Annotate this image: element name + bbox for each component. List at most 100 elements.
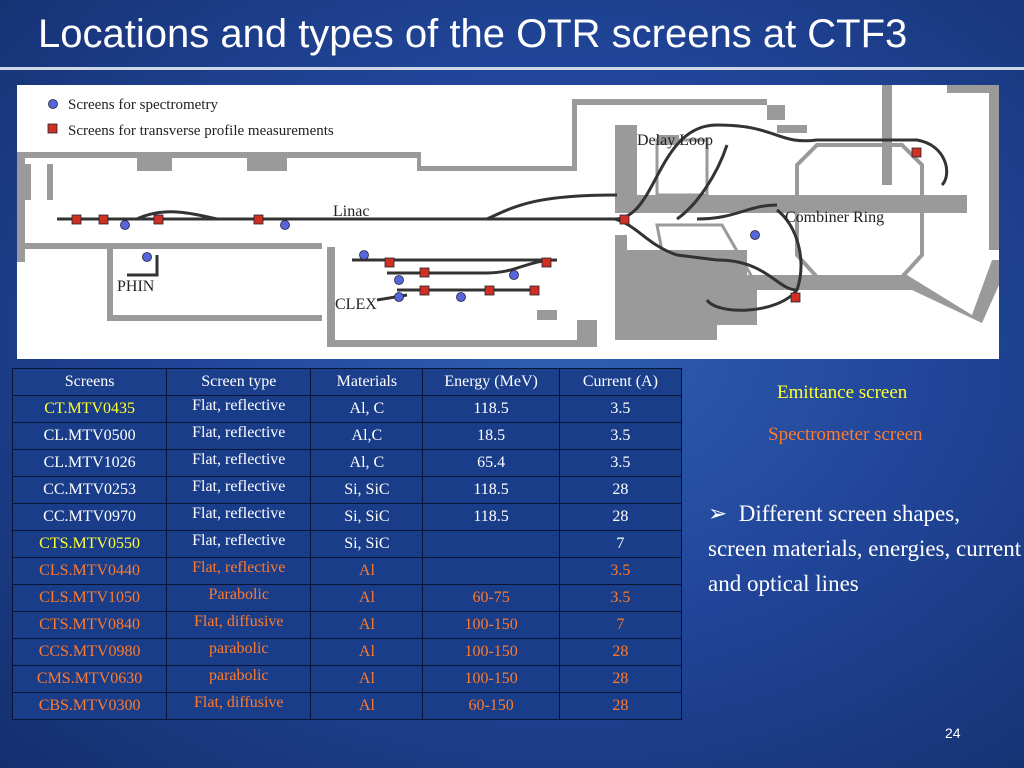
profile-screen-marker [529, 285, 540, 296]
cell-current: 3.5 [558, 449, 683, 477]
cell-material: Al [310, 557, 424, 585]
cell-current: 28 [558, 638, 683, 666]
profile-screen-marker [541, 257, 552, 268]
cell-material: Si, SiC [310, 503, 424, 531]
cell-current: 3.5 [558, 395, 683, 423]
cell-screen-type: Flat, reflective [166, 422, 312, 450]
cell-current: 7 [558, 611, 683, 639]
building-walls [17, 85, 999, 347]
bullet-point: ➢ Different screen shapes, screen materi… [708, 496, 1024, 601]
spectrometry-screen-marker [750, 230, 760, 240]
cell-screen-name: CCS.MTV0980 [11, 638, 168, 666]
profile-screen-marker [419, 267, 430, 278]
cell-screen-name: CT.MTV0435 [11, 395, 168, 423]
spectrometry-screen-marker [120, 220, 130, 230]
cell-screen-name: CLS.MTV0440 [11, 557, 168, 585]
table-header-row: Screens Screen type Materials Energy (Me… [11, 368, 683, 396]
cell-energy: 18.5 [422, 422, 560, 450]
spectrometry-screen-marker [456, 292, 466, 302]
cell-material: Al [310, 692, 424, 720]
cell-energy: 118.5 [422, 503, 560, 531]
profile-screen-marker [484, 285, 495, 296]
cell-screen-type: Flat, reflective [166, 395, 312, 423]
profile-screen-marker [98, 214, 109, 225]
legend-profile-marker [47, 123, 58, 134]
spectrometry-screen-marker [142, 252, 152, 262]
cell-screen-name: CC.MTV0970 [11, 503, 168, 531]
profile-screen-marker [419, 285, 430, 296]
title-divider [0, 67, 1024, 70]
cell-screen-type: Flat, reflective [166, 503, 312, 531]
cell-screen-name: CMS.MTV0630 [11, 665, 168, 693]
cell-current: 28 [558, 476, 683, 504]
cell-screen-type: Flat, diffusive [166, 611, 312, 639]
profile-screen-marker [253, 214, 264, 225]
cell-current: 7 [558, 530, 683, 558]
header-screens: Screens [11, 368, 168, 396]
label-delay-loop: Delay Loop [637, 132, 713, 149]
cell-current: 28 [558, 503, 683, 531]
header-current: Current (A) [558, 368, 683, 396]
cell-energy: 60-75 [422, 584, 560, 612]
cell-energy: 118.5 [422, 395, 560, 423]
cell-energy [422, 530, 560, 558]
emittance-screen-note: Emittance screen [777, 382, 908, 403]
cell-energy: 65.4 [422, 449, 560, 477]
header-energy: Energy (MeV) [422, 368, 560, 396]
cell-screen-type: parabolic [166, 638, 312, 666]
profile-screen-markers [71, 147, 922, 303]
label-clex: CLEX [335, 296, 377, 313]
profile-screen-marker [619, 214, 630, 225]
profile-screen-marker [790, 292, 801, 303]
cell-energy: 118.5 [422, 476, 560, 504]
cell-screen-type: Flat, reflective [166, 557, 312, 585]
cell-current: 3.5 [558, 584, 683, 612]
ctf3-layout-svg: Screens for spectrometry Screens for tra… [17, 85, 999, 347]
arrow-bullet-icon: ➢ [708, 501, 728, 526]
otr-screens-table: Screens Screen type Materials Energy (Me… [11, 368, 683, 720]
spectrometry-screen-marker [394, 292, 404, 302]
cell-screen-name: CL.MTV0500 [11, 422, 168, 450]
cell-material: Al [310, 611, 424, 639]
cell-energy: 100-150 [422, 611, 560, 639]
cell-material: Al, C [310, 449, 424, 477]
page-number: 24 [945, 725, 961, 741]
cell-material: Al [310, 665, 424, 693]
spectrometry-screen-marker [509, 270, 519, 280]
legend-profile-label: Screens for transverse profile measureme… [68, 123, 334, 139]
cell-screen-type: Flat, reflective [166, 530, 312, 558]
spectrometry-screen-marker [280, 220, 290, 230]
spectrometry-screen-marker [394, 275, 404, 285]
cell-energy: 60-150 [422, 692, 560, 720]
cell-screen-type: Flat, diffusive [166, 692, 312, 720]
legend-spectrometry-label: Screens for spectrometry [68, 97, 218, 113]
cell-screen-name: CLS.MTV1050 [11, 584, 168, 612]
spectrometry-screen-marker [359, 250, 369, 260]
spectrometry-screen-markers [120, 220, 760, 302]
slide-title: Locations and types of the OTR screens a… [38, 12, 908, 56]
label-combiner-ring: Combiner Ring [785, 209, 884, 226]
cell-screen-name: CBS.MTV0300 [11, 692, 168, 720]
cell-screen-type: Flat, reflective [166, 449, 312, 477]
cell-material: Al [310, 584, 424, 612]
cell-energy: 100-150 [422, 665, 560, 693]
cell-current: 3.5 [558, 422, 683, 450]
cell-current: 28 [558, 692, 683, 720]
cell-current: 28 [558, 665, 683, 693]
spectrometer-screen-note: Spectrometer screen [768, 424, 923, 445]
profile-screen-marker [384, 257, 395, 268]
beam-lines [57, 123, 949, 312]
cell-material: Al [310, 638, 424, 666]
legend-spectrometry-marker [48, 99, 58, 109]
cell-screen-name: CC.MTV0253 [11, 476, 168, 504]
cell-material: Al,C [310, 422, 424, 450]
cell-screen-name: CL.MTV1026 [11, 449, 168, 477]
